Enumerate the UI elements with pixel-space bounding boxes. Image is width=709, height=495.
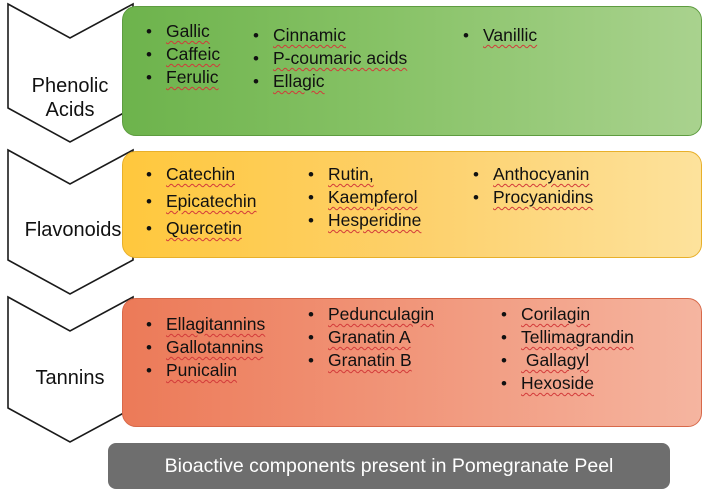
phenolic-col-3: Vanillic: [461, 24, 537, 47]
list-item: Kaempferol: [306, 186, 421, 209]
tannins-col-2: Pedunculagin Granatin A Granatin B: [306, 303, 434, 372]
list-item: Granatin A: [306, 326, 434, 349]
list-item: P-coumaric acids: [251, 47, 407, 70]
list-item: Ellagic: [251, 70, 407, 93]
label-line: Phenolic: [31, 75, 109, 97]
phenolic-acids-label: Phenolic Acids: [22, 74, 118, 122]
tannins-col-1: Ellagitannins Gallotannins Punicalin: [144, 313, 265, 382]
caption-banner: Bioactive components present in Pomegran…: [108, 443, 670, 489]
list-item: Epicatechin: [144, 190, 256, 213]
list-item: Hexoside: [499, 372, 634, 395]
list-item: Vanillic: [461, 24, 537, 47]
list-item: Punicalin: [144, 359, 265, 382]
list-item: Catechin: [144, 163, 256, 186]
tannins-col-3: Corilagin Tellimagrandin Gallagyl Hexosi…: [499, 303, 634, 395]
flavonoids-col-3: Anthocyanin Procyanidins: [471, 163, 593, 209]
flavonoids-col-2: Rutin, Kaempferol Hesperidine: [306, 163, 421, 232]
list-item: Tellimagrandin: [499, 326, 634, 349]
flavonoids-col-1: Catechin Epicatechin Quercetin: [144, 163, 256, 240]
list-item: Cinnamic: [251, 24, 407, 47]
chevron-flavonoids-outline: [7, 148, 134, 295]
list-item: Ferulic: [144, 66, 220, 89]
list-item: Hesperidine: [306, 209, 421, 232]
list-item: Caffeic: [144, 43, 220, 66]
phenolic-col-1: Gallic Caffeic Ferulic: [144, 20, 220, 89]
tannins-label: Tannins: [22, 366, 118, 390]
list-item: Gallagyl: [499, 349, 634, 372]
list-item: Pedunculagin: [306, 303, 434, 326]
list-item: Ellagitannins: [144, 313, 265, 336]
label-line: Flavonoids: [24, 219, 122, 241]
list-item: Corilagin: [499, 303, 634, 326]
list-item: Anthocyanin: [471, 163, 593, 186]
list-item: Granatin B: [306, 349, 434, 372]
list-item: Quercetin: [144, 217, 256, 240]
flavonoids-label: Flavonoids: [18, 218, 128, 242]
list-item: Procyanidins: [471, 186, 593, 209]
phenolic-col-2: Cinnamic P-coumaric acids Ellagic: [251, 24, 407, 93]
label-line: Acids: [45, 99, 95, 121]
list-item: Gallotannins: [144, 336, 265, 359]
label-line: Tannins: [35, 367, 105, 389]
list-item: Rutin,: [306, 163, 421, 186]
list-item: Gallic: [144, 20, 220, 43]
